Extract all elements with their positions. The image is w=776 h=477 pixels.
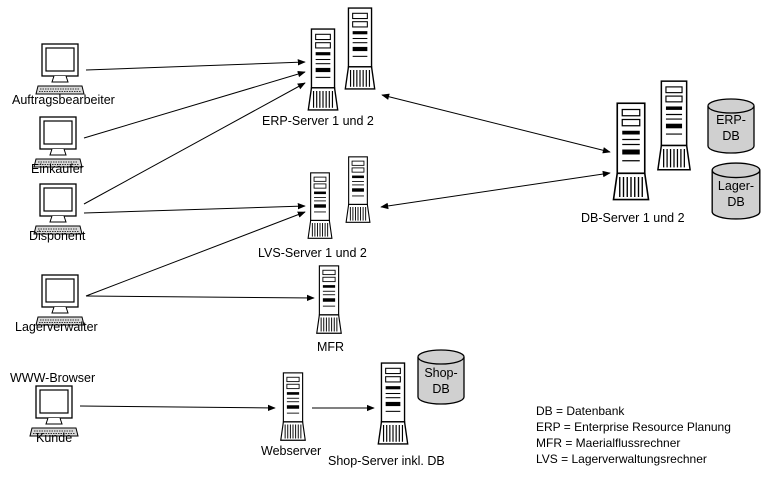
legend-entry: ERP = Enterprise Resource Planung [536,420,731,434]
erp-server[interactable]: ERP-Server 1 und 2 [262,7,376,128]
db-server[interactable]: DB-Server 1 und 2 [581,80,691,225]
server-tower-icon [612,102,650,201]
workstation-icon [35,43,85,95]
client-auftragsbearbeiter[interactable]: Auftragsbearbeiter [12,43,115,107]
server-tower-icon [345,156,371,223]
legend: DB = Datenbank ERP = Enterprise Resource… [536,404,731,466]
db-label-line2: DB [432,382,449,396]
server-tower-icon [316,265,342,334]
client-label: Kunde [36,431,72,445]
conn-browser-web [79,404,276,412]
db-label-line1: ERP- [716,113,746,127]
legend-entry: DB = Datenbank [536,404,625,418]
server-tower-icon [657,80,691,171]
workstation-icon [29,385,79,437]
server-tower-icon [344,7,376,90]
server-label: Shop-Server inkl. DB [328,454,445,468]
conn-einkaeufer-erp [83,70,306,139]
conn-lvs-db[interactable] [380,170,611,210]
server-tower-icon [280,372,306,441]
conn-erp-db[interactable] [381,93,611,154]
server-tower-icon [307,172,333,239]
client-label: Disponent [29,229,86,243]
server-label: Webserver [261,444,321,458]
client-label: Auftragsbearbeiter [12,93,115,107]
web-server[interactable]: Webserver [261,372,321,458]
server-tower-icon [307,28,339,111]
lvs-server[interactable]: LVS-Server 1 und 2 [258,156,371,260]
db-label-line2: DB [722,129,739,143]
workstation-icon [35,274,85,326]
lager-db[interactable]: Lager- DB [711,162,761,220]
server-label: ERP-Server 1 und 2 [262,114,374,128]
db-label-line1: Shop- [424,366,457,380]
erp-db[interactable]: ERP- DB [707,98,755,154]
legend-entry: LVS = Lagerverwaltungsrechner [536,452,707,466]
server-label: LVS-Server 1 und 2 [258,246,367,260]
legend-entry: MFR = Maerialflussrechner [536,436,680,450]
conn-disponent-lvs [83,203,306,214]
shop-db[interactable]: Shop- DB [417,349,465,405]
server-tower-icon [377,362,409,445]
client-label: Lagerverwalter [15,320,98,334]
client-label: Einkäufer [31,162,84,176]
workstation-icon [33,116,83,168]
db-label-line2: DB [727,195,744,209]
shop-server[interactable]: Shop-Server inkl. DB [328,362,445,468]
conn-disponent-erp [83,82,306,205]
conn-auftrag-erp [85,59,306,71]
browser-label: WWW-Browser [10,371,95,385]
server-label: MFR [317,340,344,354]
client-disponent[interactable]: Disponent [29,183,86,243]
client-kunde[interactable]: WWW-Browser Kunde [10,371,95,445]
db-label-line1: Lager- [718,179,754,193]
client-einkaeufer[interactable]: Einkäufer [31,116,84,176]
server-label: DB-Server 1 und 2 [581,211,685,225]
mfr-server[interactable]: MFR [316,265,344,354]
conn-lager-mfr [85,294,315,302]
workstation-icon [33,183,83,235]
conn-lager-lvs [85,211,306,297]
client-lagerverwalter[interactable]: Lagerverwalter [15,274,98,334]
connections [79,59,611,412]
